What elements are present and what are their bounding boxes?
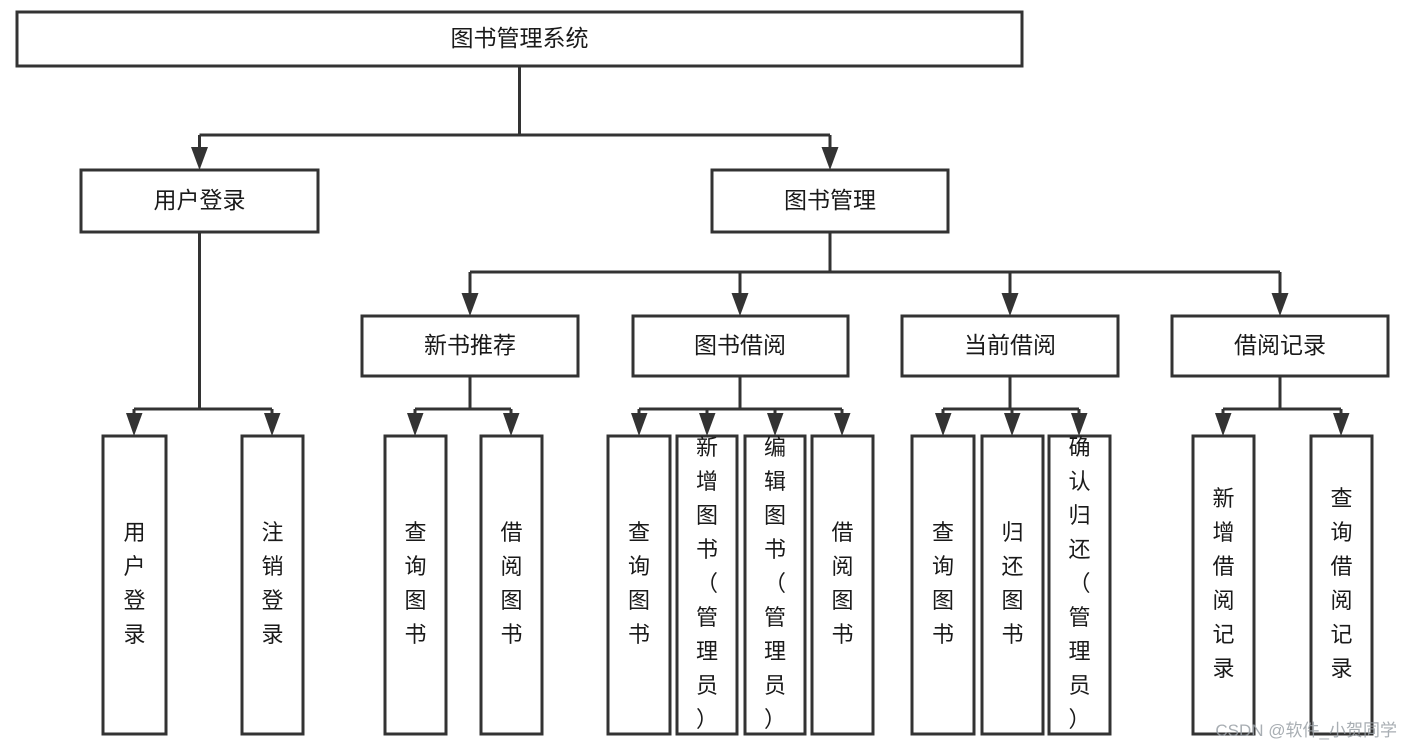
node-leaf-borrow-books-borrow-label: 借阅图书 (831, 520, 853, 647)
node-leaf-confirm-return-admin-label: 确认归还（管理员） (1068, 435, 1090, 732)
node-new-book-recommend-box[interactable] (360, 314, 580, 378)
node-leaf-query-books-recommend-box[interactable] (383, 434, 448, 736)
node-user-login[interactable]: 用户登录 (79, 168, 320, 234)
arrow-head-records (1271, 293, 1289, 316)
node-leaf-borrow-books-recommend-box[interactable] (479, 434, 544, 736)
node-leaf-return-book-box[interactable] (980, 434, 1045, 736)
node-leaf-query-books-current-label: 查询图书 (932, 520, 954, 647)
node-user-login-label: 用户登录 (154, 187, 246, 213)
arrow-head-leaf-edit-book (767, 413, 784, 436)
arrow-head-borrow (731, 293, 749, 316)
node-user-login-box[interactable] (79, 168, 320, 234)
node-leaf-add-book-admin-label: 新增图书（管理员） (696, 435, 718, 732)
node-leaf-edit-book-admin-label: 编辑图书（管理员） (764, 435, 786, 732)
arrow-head-leaf-user-login (126, 413, 143, 436)
arrow-head-book-mgmt (821, 147, 839, 170)
arrow-head-leaf-add-book (699, 413, 716, 436)
node-leaf-query-borrow-record-box[interactable] (1309, 434, 1374, 736)
node-leaf-return-book-label: 归还图书 (1001, 520, 1023, 647)
arrow-head-leaf-confirm-return (1071, 413, 1088, 436)
node-root-book-management-system[interactable]: 图书管理系统 (15, 10, 1024, 68)
node-current-borrow[interactable]: 当前借阅 (900, 314, 1120, 378)
arrow-head-user-login (191, 147, 208, 170)
arrow-head-leaf-query-books-c (935, 413, 952, 436)
node-leaf-add-book-admin-box[interactable] (675, 434, 739, 736)
node-leaf-query-books-borrow[interactable]: 查询图书 (606, 434, 672, 736)
node-book-borrow-box[interactable] (631, 314, 850, 378)
node-leaf-query-books-current-box[interactable] (910, 434, 976, 736)
node-leaf-borrow-books-recommend-label: 借阅图书 (500, 520, 522, 647)
node-leaf-add-book-admin[interactable]: 新增图书（管理员） (675, 434, 739, 736)
arrow-head-leaf-return-book (1004, 413, 1021, 436)
arrow-head-leaf-logout (264, 413, 281, 436)
node-leaf-return-book[interactable]: 归还图书 (980, 434, 1045, 736)
node-leaf-borrow-books-borrow-box[interactable] (810, 434, 875, 736)
node-book-borrow-label: 图书借阅 (694, 332, 786, 358)
node-leaf-logout-box[interactable] (240, 434, 305, 736)
node-leaf-query-borrow-record[interactable]: 查询借阅记录 (1309, 434, 1374, 736)
arrow-head-leaf-query-record (1333, 413, 1350, 436)
arrow-head-leaf-borrow-books-b (834, 413, 851, 436)
node-leaf-add-borrow-record-label: 新增借阅记录 (1212, 486, 1234, 681)
node-new-book-recommend-label: 新书推荐 (424, 332, 516, 358)
node-leaf-query-borrow-record-label: 查询借阅记录 (1330, 486, 1352, 681)
node-borrow-records[interactable]: 借阅记录 (1170, 314, 1390, 378)
node-leaf-add-borrow-record[interactable]: 新增借阅记录 (1191, 434, 1256, 736)
node-root-label: 图书管理系统 (451, 25, 589, 51)
connector-layer (126, 66, 1350, 436)
node-leaf-borrow-books-recommend[interactable]: 借阅图书 (479, 434, 544, 736)
node-current-borrow-label: 当前借阅 (964, 332, 1056, 358)
node-leaf-confirm-return-admin[interactable]: 确认归还（管理员） (1047, 434, 1112, 736)
node-leaf-query-books-current[interactable]: 查询图书 (910, 434, 976, 736)
node-leaf-query-books-borrow-label: 查询图书 (628, 520, 650, 647)
node-leaf-query-books-recommend-label: 查询图书 (404, 520, 426, 647)
node-leaf-user-login-box[interactable] (101, 434, 168, 736)
node-book-management-box[interactable] (710, 168, 950, 234)
node-leaf-logout-label: 注销登录 (261, 520, 283, 647)
node-leaf-add-borrow-record-box[interactable] (1191, 434, 1256, 736)
node-leaf-edit-book-admin[interactable]: 编辑图书（管理员） (743, 434, 807, 736)
node-leaf-edit-book-admin-box[interactable] (743, 434, 807, 736)
node-leaf-user-login-label: 用户登录 (123, 520, 145, 647)
node-layer: 图书管理系统 用户登录 图书管理 新书推荐 图书借阅 当前借阅 借阅记录 (15, 10, 1390, 736)
node-book-management[interactable]: 图书管理 (710, 168, 950, 234)
arrow-head-new-books (461, 293, 479, 316)
node-leaf-query-books-borrow-box[interactable] (606, 434, 672, 736)
node-book-borrow[interactable]: 图书借阅 (631, 314, 850, 378)
arrow-head-leaf-query-books-a (407, 413, 424, 436)
arrow-head-current (1001, 293, 1019, 316)
node-new-book-recommend[interactable]: 新书推荐 (360, 314, 580, 378)
arrow-head-leaf-borrow-books-a (503, 413, 520, 436)
node-leaf-user-login[interactable]: 用户登录 (101, 434, 168, 736)
node-book-management-label: 图书管理 (784, 187, 876, 213)
arrow-head-leaf-add-record (1215, 413, 1232, 436)
node-leaf-logout[interactable]: 注销登录 (240, 434, 305, 736)
node-borrow-records-box[interactable] (1170, 314, 1390, 378)
node-leaf-confirm-return-admin-box[interactable] (1047, 434, 1112, 736)
node-current-borrow-box[interactable] (900, 314, 1120, 378)
arrow-head-leaf-query-books-b (631, 413, 648, 436)
node-borrow-records-label: 借阅记录 (1234, 332, 1326, 358)
node-leaf-query-books-recommend[interactable]: 查询图书 (383, 434, 448, 736)
node-root-box[interactable] (15, 10, 1024, 68)
node-leaf-borrow-books-borrow[interactable]: 借阅图书 (810, 434, 875, 736)
